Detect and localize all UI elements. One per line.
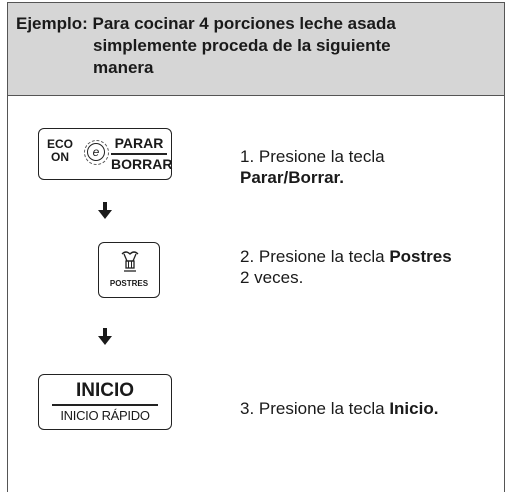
on-text: ON: [51, 150, 69, 164]
borrar-text: BORRAR: [111, 156, 173, 172]
postres-key[interactable]: POSTRES: [98, 242, 160, 298]
dessert-icon: [121, 251, 139, 272]
header-line-1: Ejemplo: Para cocinar 4 porciones leche …: [16, 14, 396, 33]
header-line-3: manera: [93, 58, 154, 77]
step-3-line-1: 3. Presione la tecla: [240, 399, 390, 418]
step-3-key-name: Inicio.: [389, 399, 439, 418]
eco-mode-icon: e: [84, 140, 109, 165]
inicio-key[interactable]: INICIO INICIO RÁPIDO: [38, 374, 172, 430]
down-arrow-icon: [98, 202, 112, 219]
parar-borrar-label: PARAR BORRAR: [111, 135, 173, 173]
instruction-header: Ejemplo: Para cocinar 4 porciones leche …: [7, 2, 505, 96]
step-1-text: 1. Presione la tecla Parar/Borrar.: [240, 146, 385, 188]
step-3-text: 3. Presione la tecla Inicio.: [240, 398, 438, 419]
step-2-text: 2. Presione la tecla Postres 2 veces.: [240, 246, 452, 288]
step-1-line-1: 1. Presione la tecla: [240, 147, 385, 166]
step-2-key-name: Postres: [389, 247, 452, 266]
eco-text: ECO: [47, 137, 74, 151]
inicio-label: INICIO: [75, 380, 135, 401]
parar-borrar-key[interactable]: ECO ON e PARAR BORRAR: [38, 128, 172, 180]
postres-label: POSTRES: [109, 279, 149, 288]
eco-on-label: ECO ON: [47, 138, 73, 164]
down-arrow-icon: [98, 328, 112, 345]
header-line-2: simplemente proceda de la siguiente: [93, 36, 391, 55]
step-2-line-1: 2. Presione la tecla: [240, 247, 390, 266]
step-2-line-2: 2 veces.: [240, 268, 304, 287]
inicio-divider: [52, 404, 158, 406]
inicio-rapido-label: INICIO RÁPIDO: [60, 408, 150, 423]
step-1-key-name: Parar/Borrar.: [240, 168, 344, 187]
parar-text: PARAR: [111, 135, 167, 155]
